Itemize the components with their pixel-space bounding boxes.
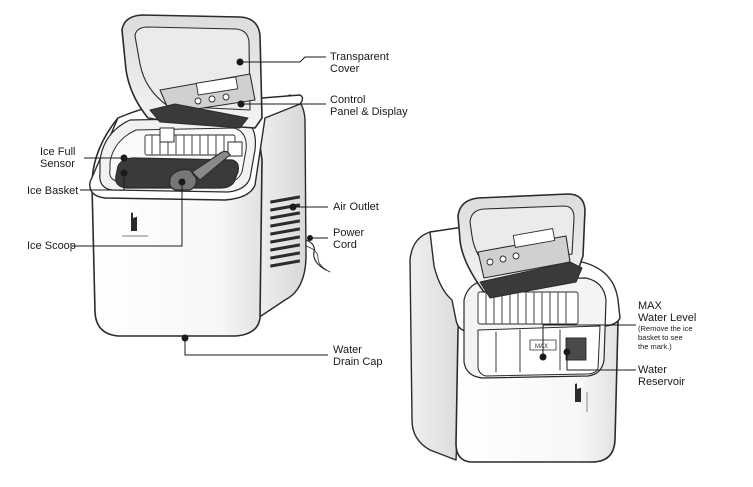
left-cover-hinge <box>149 103 249 129</box>
label-ice-scoop: Ice Scoop <box>27 240 76 252</box>
label-transparent-cover: Transparent Cover <box>330 51 389 75</box>
left-control-button-1 <box>194 97 202 105</box>
left-sensor-bracket-a <box>159 127 175 143</box>
left-ice-maker <box>89 14 331 337</box>
right-control-button-1 <box>486 258 494 266</box>
label-water-reservoir: Water Reservoir <box>638 364 686 388</box>
label-max-water-note: (Remove the ice basket to see the mark.) <box>638 324 693 351</box>
left-power-cord <box>305 239 327 271</box>
right-reservoir-block <box>565 337 587 361</box>
right-control-button-3 <box>512 252 520 260</box>
label-air-outlet: Air Outlet <box>333 201 379 213</box>
right-ice-maker: MAX <box>409 193 621 463</box>
label-max-water-level: MAX Water Level <box>638 300 697 324</box>
right-max-mark-text: MAX <box>535 344 548 350</box>
left-brand-logo-icon <box>122 210 148 237</box>
left-sensor-bracket-b <box>227 141 243 157</box>
left-control-button-3 <box>222 93 230 101</box>
label-water-drain-cap: Water Drain Cap <box>333 344 383 368</box>
label-power-cord: Power Cord <box>333 227 365 251</box>
left-ice-scoop-handle <box>191 150 231 181</box>
label-control-panel-display: Control Panel & Display <box>330 94 408 118</box>
right-cover-hinge <box>479 261 583 299</box>
left-control-button-2 <box>208 95 216 103</box>
left-display <box>195 76 239 96</box>
right-brand-logo-icon <box>575 381 588 412</box>
right-evaporator <box>477 291 579 325</box>
label-ice-full-sensor: Ice Full Sensor <box>40 146 76 170</box>
leader-lines <box>72 56 636 371</box>
label-ice-basket: Ice Basket <box>27 185 79 197</box>
right-display <box>512 228 556 248</box>
right-control-button-2 <box>499 255 507 263</box>
